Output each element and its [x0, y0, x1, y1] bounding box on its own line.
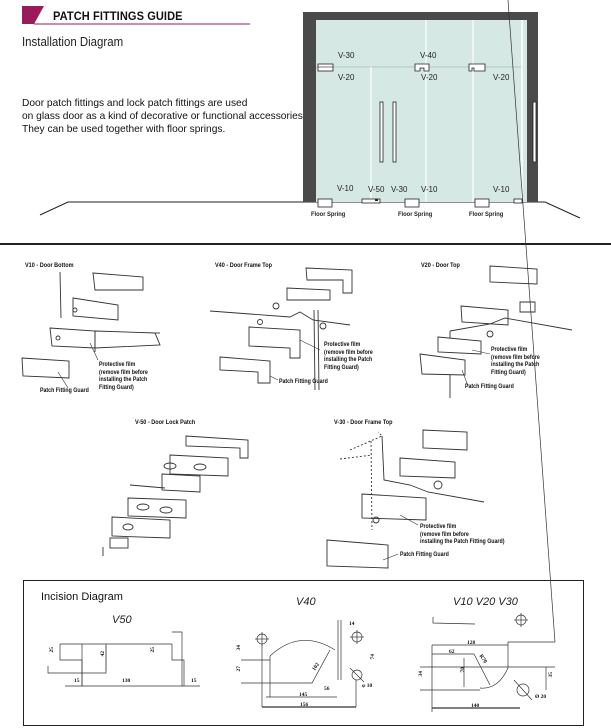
intro-line: They can be used together with floor spr… — [22, 124, 226, 135]
protective-film-note: Protective film (remove film before inst… — [99, 361, 148, 391]
fitting-label: V-30 — [391, 185, 408, 194]
dimension-label: 35 — [548, 672, 554, 678]
dimension-label: 34 — [418, 671, 424, 677]
dimension-label: φ 10 — [362, 683, 373, 689]
incision-diagram-title: Incision Diagram — [41, 591, 123, 603]
dimension-label: 70 — [460, 667, 466, 673]
v20-exploded-drawing — [419, 265, 573, 398]
page-title: PATCH FITTINGS GUIDE — [53, 9, 183, 23]
dimension-label: 130 — [122, 678, 131, 684]
note-line: Protective film — [491, 346, 528, 353]
v10-exploded-drawing — [21, 271, 161, 379]
door-handle — [379, 101, 384, 163]
dimension-label: 56 — [324, 686, 330, 692]
floor-spring-label: Floor Spring — [469, 211, 504, 218]
exploded-view-title: V-30 - Door Frame Top — [334, 419, 393, 426]
section-subtitle: Installation Diagram — [22, 34, 124, 49]
fitting-label: V-20 — [493, 73, 510, 82]
incision-diagram-panel — [23, 580, 584, 726]
floor-spring-label: Floor Spring — [311, 211, 346, 218]
v50-exploded-drawing — [102, 435, 249, 556]
dimension-label: 42 — [100, 651, 106, 657]
dimension-label: 128 — [467, 640, 476, 646]
note-line: Fitting Guard) — [491, 368, 526, 376]
dimension-label: 74 — [370, 654, 376, 660]
floor-spring-label: Floor Spring — [398, 211, 433, 218]
v40-exploded-drawing — [209, 267, 353, 391]
exploded-view-title: V-50 - Door Lock Patch — [135, 419, 196, 426]
fitting-label: V-40 — [420, 51, 437, 60]
fitting-label: V-10 — [493, 185, 510, 194]
incision-label-v50: V50 — [112, 614, 132, 626]
exploded-view-title: V10 - Door Bottom — [25, 262, 74, 269]
guard-label: Patch Fitting Guard — [40, 387, 89, 394]
note-line: Protective film — [324, 341, 361, 348]
exploded-view-title: V20 - Door Top — [421, 262, 460, 269]
dimension-label: 15 — [191, 678, 197, 684]
fitting-label: V-10 — [421, 185, 438, 194]
intro-text: Door patch fittings and lock patch fitti… — [22, 97, 322, 136]
note-line: Protective film — [99, 361, 136, 368]
note-line: Protective film — [420, 523, 457, 530]
intro-line: Door patch fittings and lock patch fitti… — [22, 98, 248, 109]
note-line: (remove film before — [99, 368, 148, 376]
note-line: Fitting Guard) — [99, 383, 134, 391]
dimension-label: 27 — [236, 666, 242, 672]
header-accent-bar — [22, 6, 250, 25]
dimension-label: 25 — [150, 647, 156, 653]
dimension-label: 34 — [236, 645, 242, 651]
protective-film-note: Protective film (remove film before inst… — [324, 341, 373, 371]
intro-line: on glass door as a kind of decorative or… — [22, 111, 306, 122]
v30-exploded-drawing — [326, 429, 485, 569]
note-line: (remove film before — [324, 348, 373, 356]
dimension-label: 140 — [471, 703, 480, 709]
exploded-view-title: V40 - Door Frame Top — [215, 262, 273, 269]
guard-label: Patch Fitting Guard — [465, 383, 514, 390]
fitting-label: V-50 — [368, 185, 385, 194]
protective-film-note: Protective film (remove film before inst… — [491, 346, 540, 376]
dimension-label: 156 — [300, 702, 309, 708]
v10-incision-drawing — [420, 0, 556, 712]
v50-incision-drawing — [47, 631, 200, 687]
section-divider — [0, 243, 611, 245]
guard-label: Patch Fitting Guard — [279, 378, 328, 385]
note-line: (remove film before — [420, 530, 469, 538]
door-handle — [392, 101, 397, 163]
door-installation-diagram — [39, 12, 581, 219]
guard-label: Patch Fitting Guard — [400, 551, 449, 558]
note-line: installing the Patch — [324, 356, 373, 363]
fitting-label: V-10 — [337, 184, 354, 193]
dimension-label: 25 — [49, 647, 55, 653]
dimension-label: Ø 20 — [535, 694, 547, 700]
protective-film-note: Protective film (remove film before inst… — [420, 523, 504, 546]
fitting-label: V-20 — [421, 73, 438, 82]
fitting-label: V-20 — [338, 73, 355, 82]
dimension-label: 15 — [74, 678, 80, 684]
fitting-label: V-30 — [338, 51, 355, 60]
dimension-label: 14 — [349, 621, 355, 627]
incision-label-v40: V40 — [296, 596, 316, 608]
note-line: installing the Patch — [99, 376, 148, 383]
note-line: Fitting Guard) — [324, 363, 359, 371]
v40-incision-drawing — [241, 620, 365, 708]
exploded-view-drawings — [21, 265, 573, 569]
dimension-label: 62 — [449, 649, 455, 655]
incision-label-v10-v20-v30: V10 V20 V30 — [453, 596, 518, 608]
dimension-label: 145 — [299, 692, 308, 698]
note-line: installing the Patch — [491, 361, 540, 368]
note-line: installing the Patch Fitting Guard) — [420, 538, 505, 545]
door-handle — [532, 101, 537, 163]
note-line: (remove film before — [491, 353, 540, 361]
